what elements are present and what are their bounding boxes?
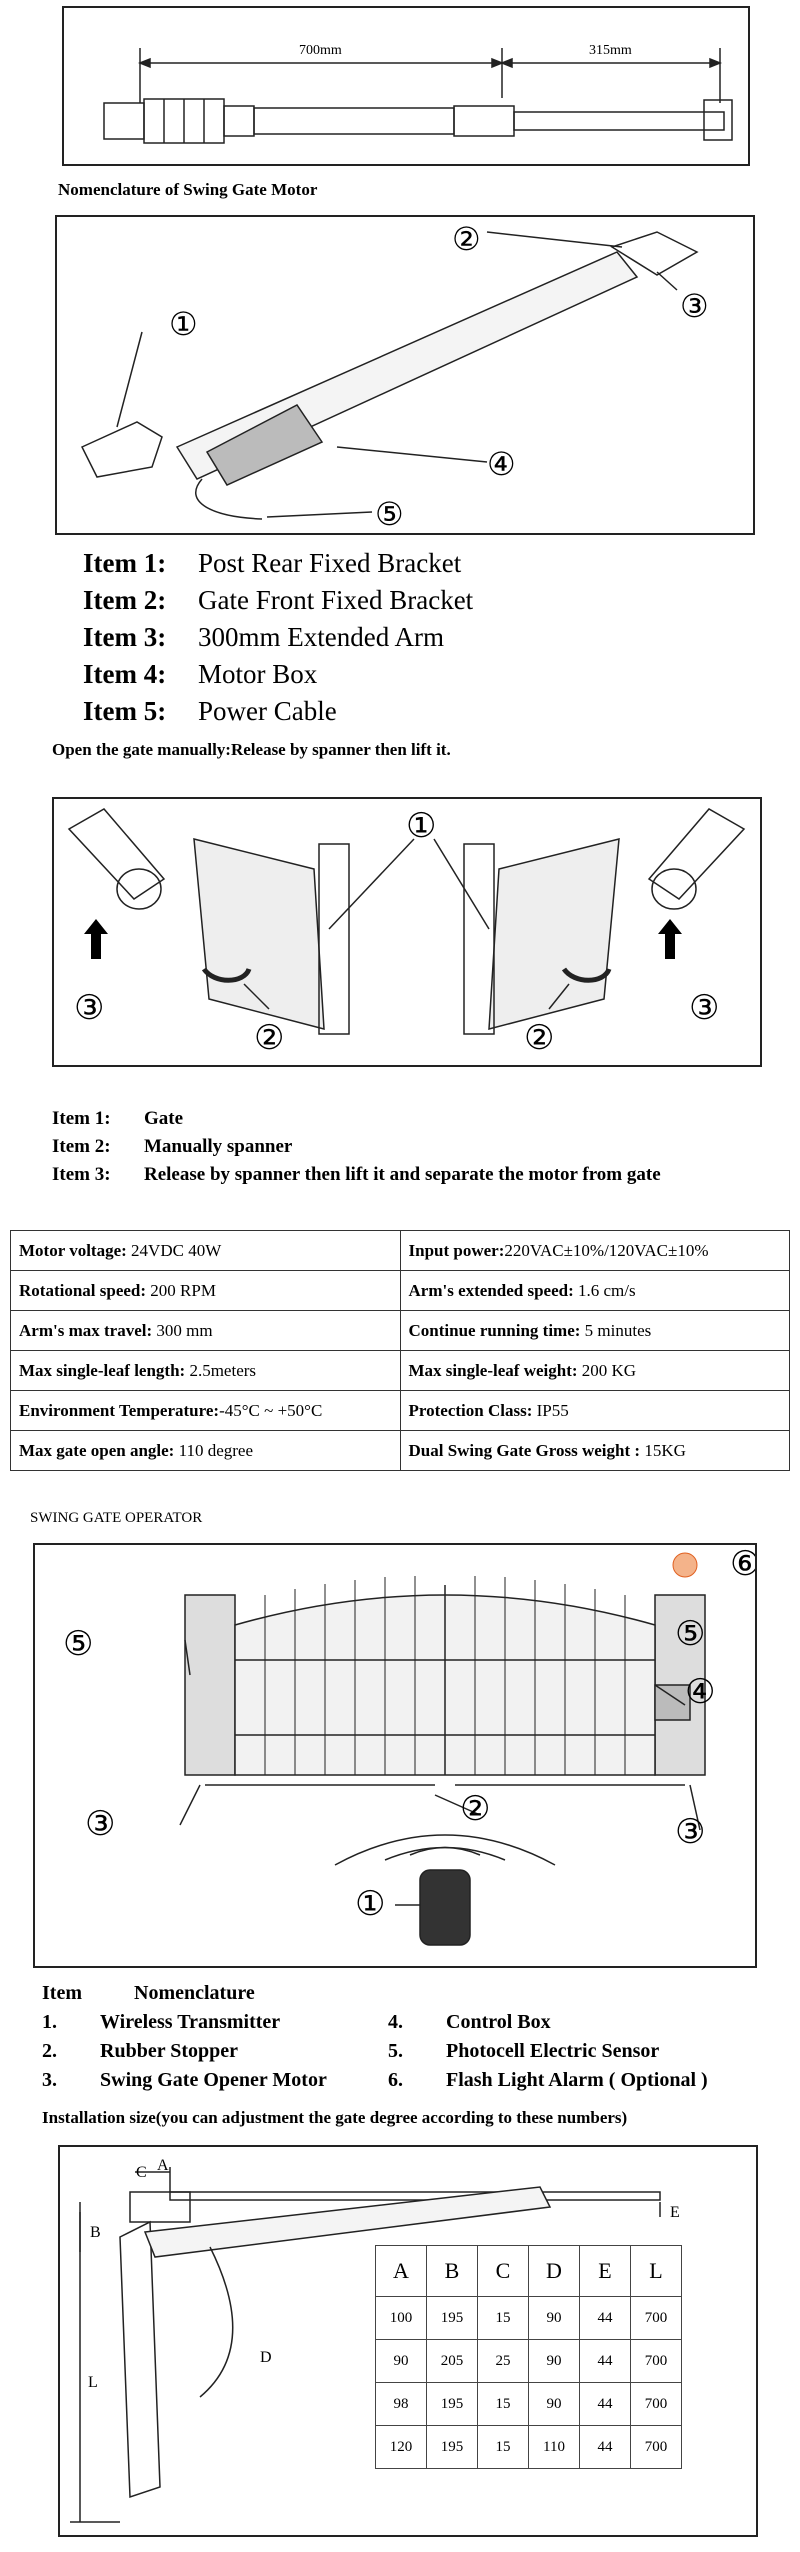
label-E: E (670, 2204, 680, 2221)
operator-nomenclature: Item Nomenclature 1. Wireless Transmitte… (42, 1982, 762, 2098)
manual-release-caption: Open the gate manually:Release by spanne… (52, 740, 451, 759)
list-item: Item 3:Release by spanner then lift it a… (52, 1164, 661, 1185)
list-item: Item 1:Gate (52, 1108, 184, 1129)
list-item: 2. Rubber Stopper 5. Photocell Electric … (42, 2040, 660, 2062)
table-row: Max gate open angle: 110 degree Dual Swi… (10, 1430, 790, 1471)
list-item: Item 5:Power Cable (83, 696, 337, 726)
dimension-label-315: 315mm (589, 43, 632, 58)
table-row: Max single-leaf length: 2.5meters Max si… (10, 1350, 790, 1391)
label-A: A (157, 2157, 169, 2174)
list-item: 3. Swing Gate Opener Motor 6. Flash Ligh… (42, 2069, 708, 2091)
callout-5: ⑤ (375, 496, 404, 532)
installation-drawing: A C B D E L (70, 2157, 680, 2523)
table-row: Rotational speed: 200 RPM Arm's extended… (10, 1270, 790, 1311)
callout-4: ④ (487, 446, 516, 482)
motor-parts-list: Item 1:Post Rear Fixed Bracket Item 2:Ga… (83, 545, 473, 730)
swing-gate-caption: SWING GATE OPERATOR (30, 1510, 203, 1526)
callout-5-right: ⑤ (675, 1616, 705, 1653)
label-C: C (136, 2164, 147, 2181)
installation-caption: Installation size(you can adjustment the… (42, 2108, 628, 2127)
callout-1: ① (355, 1886, 385, 1923)
table-row: Motor voltage: 24VDC 40W Input power:220… (10, 1230, 790, 1271)
callout-2-right: ② (524, 1020, 554, 1057)
dimension-label-700: 700mm (299, 43, 342, 58)
manual-release-drawing: ① ③ ② ② ③ (67, 808, 746, 1057)
callout-1: ① (406, 808, 436, 845)
list-item: 1. Wireless Transmitter 4. Control Box (42, 2011, 551, 2033)
swing-gate-panel: ⑤ ⑥ ⑤ ④ ③ ② ③ ① (33, 1543, 760, 1968)
callout-5-left: ⑤ (63, 1626, 93, 1663)
callout-2-left: ② (254, 1020, 284, 1057)
motor-parts-panel: ① ② ③ ④ ⑤ (55, 215, 755, 535)
table-header-row: A B C D E L (375, 2245, 682, 2297)
list-item: Item 2:Gate Front Fixed Bracket (83, 585, 474, 615)
callout-3: ③ (680, 288, 709, 324)
motor-dimension-panel: 700mm 315mm (62, 6, 750, 166)
callout-6: ⑥ (730, 1546, 755, 1583)
callout-3-left: ③ (85, 1806, 115, 1843)
table-row: Environment Temperature:-45°C ~ +50°C Pr… (10, 1390, 790, 1431)
list-item: Item 3:300mm Extended Arm (83, 622, 444, 652)
callout-3-right: ③ (689, 990, 719, 1027)
label-D: D (260, 2349, 272, 2366)
manual-release-list: Item 1:Gate Item 2:Manually spanner Item… (52, 1105, 661, 1189)
label-L: L (88, 2374, 98, 2391)
list-item: Item 2:Manually spanner (52, 1136, 293, 1157)
nomenclature-caption: Nomenclature of Swing Gate Motor (58, 180, 318, 199)
table-row: Arm's max travel: 300 mm Continue runnin… (10, 1310, 790, 1351)
spec-table: Motor voltage: 24VDC 40W Input power:220… (10, 1230, 790, 1471)
label-B: B (90, 2224, 101, 2241)
motor-parts-drawing: ① ② ③ ④ ⑤ (80, 221, 709, 532)
nomenclature-header: Item Nomenclature (42, 1982, 255, 2004)
callout-3-left: ③ (74, 990, 104, 1027)
swing-gate-drawing: ⑤ ⑥ ⑤ ④ ③ ② ③ ① (63, 1546, 760, 1946)
callout-2: ② (452, 221, 481, 257)
motor-dimension-drawing: 700mm 315mm (103, 43, 733, 144)
callout-2: ② (460, 1791, 490, 1828)
callout-1: ① (169, 306, 198, 342)
list-item: Item 1:Post Rear Fixed Bracket (83, 548, 462, 578)
callout-4: ④ (685, 1674, 715, 1711)
manual-release-panel: ① ③ ② ② ③ (52, 797, 762, 1067)
list-item: Item 4:Motor Box (83, 659, 318, 689)
callout-3-right: ③ (675, 1814, 705, 1851)
